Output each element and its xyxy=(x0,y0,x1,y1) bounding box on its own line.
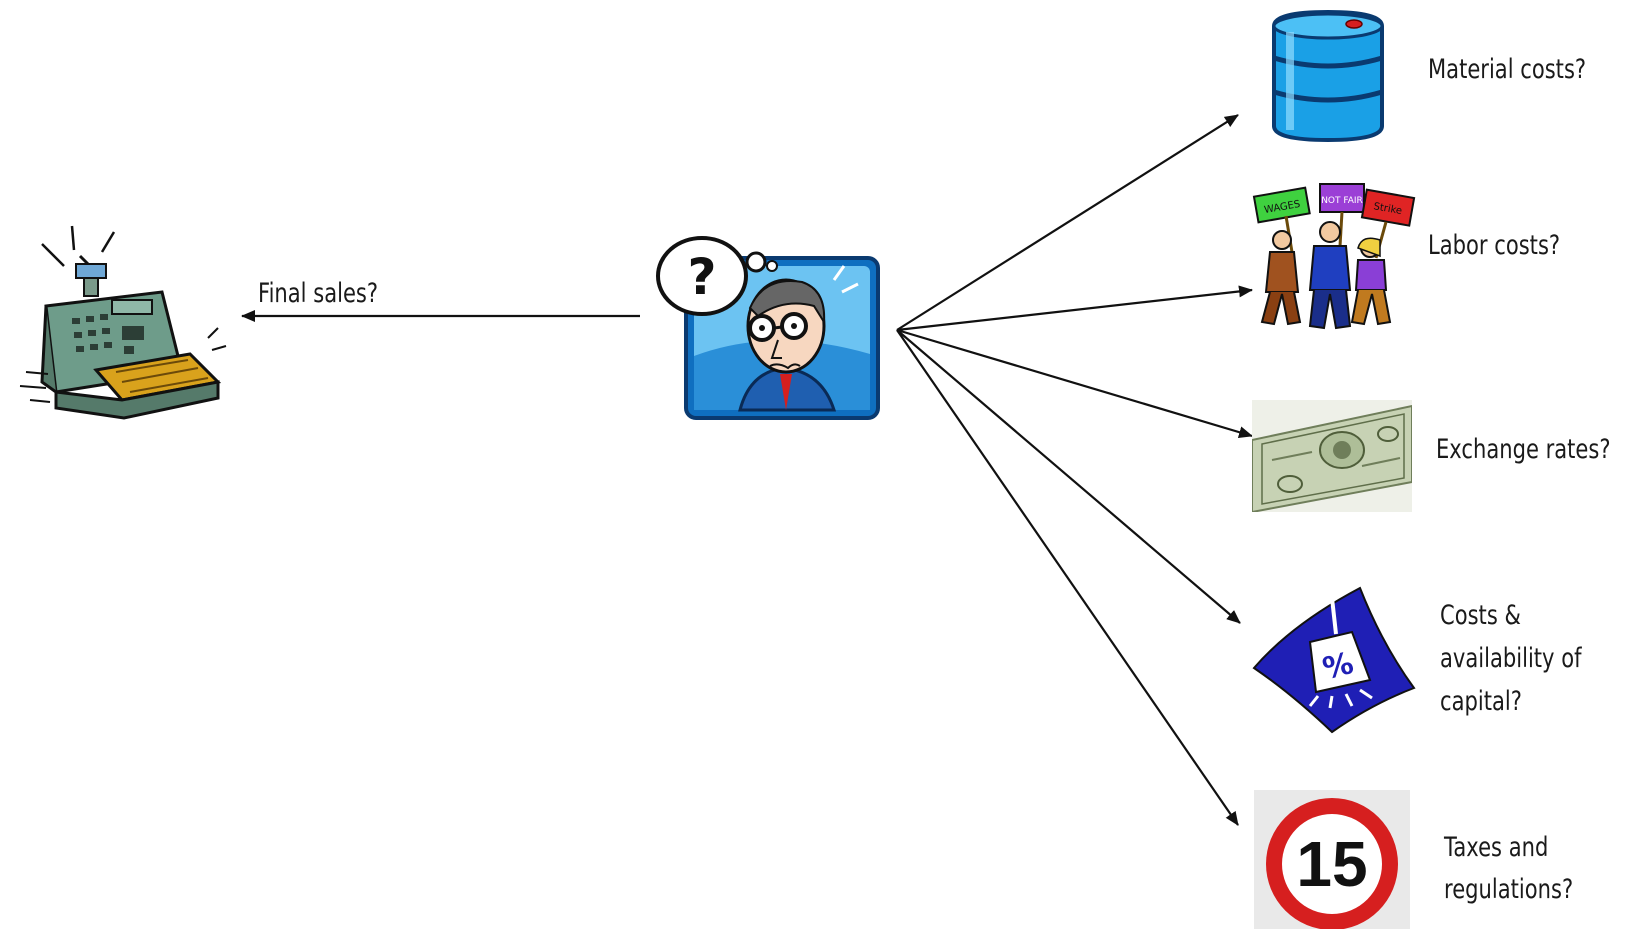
question-mark: ? xyxy=(687,248,716,306)
speed-limit-sign-icon: 15 xyxy=(1254,790,1410,929)
label-taxes-line-2: regulations? xyxy=(1444,874,1574,905)
percent-weight-icon: % xyxy=(1252,584,1416,734)
label-taxes-line-1: Taxes and xyxy=(1444,832,1549,863)
label-exchange-rates: Exchange rates? xyxy=(1436,434,1611,465)
arrow-capital xyxy=(896,329,1241,624)
label-capital-line-1: Costs & xyxy=(1440,600,1521,631)
cash-register-icon xyxy=(12,222,232,432)
arrow-material-costs xyxy=(896,114,1239,331)
puzzled-manager-icon: ? xyxy=(654,236,884,426)
arrow-labor-costs xyxy=(896,285,1253,332)
label-final-sales: Final sales? xyxy=(258,278,379,309)
arrow-exchange-rates xyxy=(896,328,1253,439)
label-capital-line-2: availability of xyxy=(1440,643,1582,674)
protesting-workers-icon: WAGES NOT FAIR Strike xyxy=(1252,182,1422,332)
placard-text-3: Strike xyxy=(1373,201,1403,217)
arrow-taxes xyxy=(896,329,1239,826)
placard-text-2: NOT FAIR xyxy=(1321,196,1363,206)
label-labor-costs: Labor costs? xyxy=(1428,230,1561,261)
oil-barrel-icon xyxy=(1268,8,1388,144)
dollar-bill-icon xyxy=(1252,400,1412,512)
label-material-costs: Material costs? xyxy=(1428,54,1587,85)
sign-number: 15 xyxy=(1296,828,1367,900)
label-capital-line-3: capital? xyxy=(1440,686,1522,717)
